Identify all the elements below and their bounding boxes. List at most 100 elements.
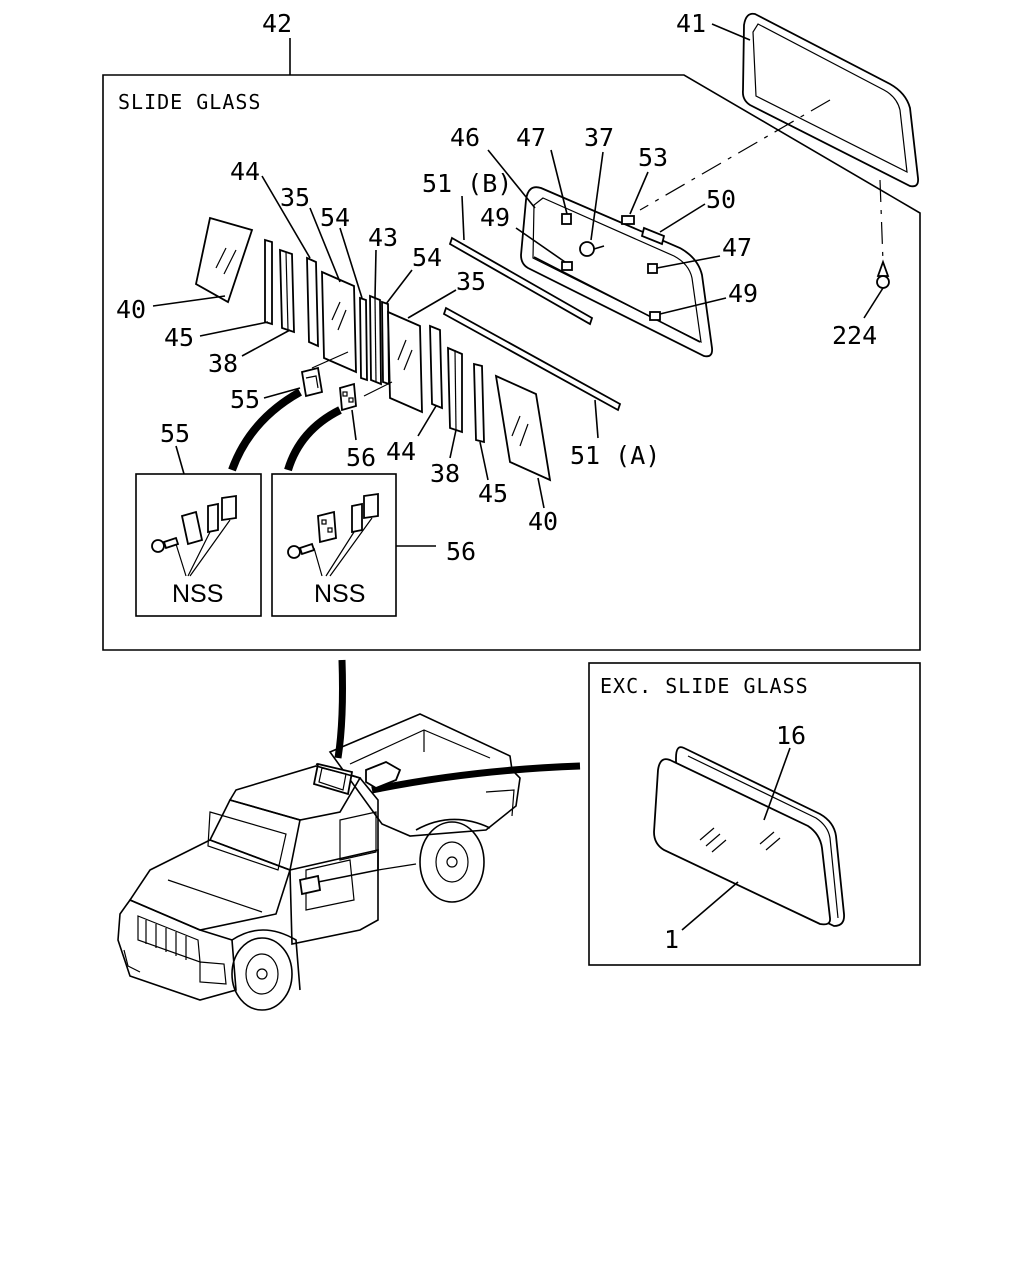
callout-56b: 56 (446, 537, 476, 566)
nss-label-left: NSS (172, 580, 223, 608)
subbox-55 (135, 473, 262, 617)
callout-43: 43 (368, 223, 398, 252)
leader-40b (537, 477, 545, 509)
leader-45a (199, 321, 269, 337)
glass-35-right (387, 310, 423, 414)
glass-35-left (321, 270, 357, 374)
leader-51b (461, 195, 465, 241)
callout-55a: 55 (230, 385, 260, 414)
arrow-to-55-box (228, 388, 302, 472)
leader-49a (515, 227, 566, 263)
callout-38a: 38 (208, 349, 238, 378)
clip-50 (640, 226, 666, 246)
leader-44a (261, 175, 311, 259)
leader-41 (711, 23, 751, 41)
leader-37 (590, 151, 604, 241)
leader-43 (374, 249, 377, 299)
clip-49b (649, 311, 661, 321)
dash-41-224 (879, 179, 884, 263)
channel-38-right (447, 346, 463, 434)
guide-56-part (339, 382, 357, 412)
dash-41-50 (639, 99, 831, 211)
callout-44a: 44 (230, 157, 260, 186)
leader-47a (550, 149, 568, 215)
callout-54b: 54 (412, 243, 442, 272)
callout-51a: 51 (A) (570, 441, 660, 470)
clip-47a (561, 213, 572, 225)
callout-45a: 45 (164, 323, 194, 352)
rear-window-frame-41 (741, 12, 919, 188)
slide-glass-title: SLIDE GLASS (118, 90, 261, 114)
callout-54a: 54 (320, 203, 350, 232)
slide-frame-46 (520, 186, 713, 358)
callout-40b: 40 (528, 507, 558, 536)
channel-38-left (279, 248, 295, 334)
glass-40-left (194, 216, 254, 304)
rail-51b (448, 236, 594, 326)
seal-45-right (473, 362, 485, 444)
callout-55b: 55 (160, 419, 190, 448)
callout-38b: 38 (430, 459, 460, 488)
callout-53: 53 (638, 143, 668, 172)
callout-35b: 35 (456, 267, 486, 296)
slide-glass-panel-border (102, 74, 921, 651)
leader-54a (339, 227, 363, 299)
leader-51a (594, 399, 599, 439)
leader-16 (763, 747, 791, 821)
leader-46 (487, 149, 536, 209)
clip-47b (647, 263, 658, 274)
callout-46: 46 (450, 123, 480, 152)
callout-224: 224 (832, 321, 877, 350)
leader-50 (659, 203, 706, 233)
callout-1: 1 (664, 925, 679, 954)
arrow-to-56-box (284, 406, 342, 472)
leader-40a (152, 295, 226, 307)
callout-49b: 49 (728, 279, 758, 308)
leader-35b (407, 289, 457, 319)
callout-35a: 35 (280, 183, 310, 212)
nss-hardware-55 (151, 494, 237, 577)
guide-55 (311, 351, 349, 369)
pointer-to-slide-glass (334, 659, 346, 759)
screw-37 (579, 241, 605, 257)
callout-44b: 44 (386, 437, 416, 466)
callout-47b: 47 (722, 233, 752, 262)
seal-54-left (359, 296, 368, 382)
leader-224 (863, 287, 884, 319)
screw-224 (876, 259, 890, 289)
leader-53 (629, 171, 649, 215)
callout-42: 42 (262, 9, 292, 38)
callout-37: 37 (584, 123, 614, 152)
seal-44-right (429, 324, 443, 410)
seal-44-left (306, 256, 319, 348)
exc-slide-glass-panel (588, 662, 921, 966)
pointer-to-exc-slide-glass (371, 762, 581, 794)
nss-label-right: NSS (314, 580, 365, 608)
nss-hardware-56 (287, 492, 379, 577)
leader-45b (479, 441, 489, 481)
leader-47b (656, 255, 721, 269)
seal-45-left (264, 238, 273, 326)
fixed-rear-glass-1-and-seal-16 (653, 746, 845, 927)
leader-38a (241, 329, 291, 357)
guide-56 (363, 381, 393, 397)
clip-53 (621, 215, 635, 225)
callout-50: 50 (706, 185, 736, 214)
leader-49b (659, 297, 727, 315)
subbox-56 (271, 473, 397, 617)
leader-44b (417, 405, 437, 437)
leader-55b (175, 445, 185, 475)
rail-51a (442, 306, 622, 412)
leader-1 (681, 881, 739, 931)
callout-56a: 56 (346, 443, 376, 472)
callout-47a: 47 (516, 123, 546, 152)
callout-41: 41 (676, 9, 706, 38)
glass-40-right (494, 374, 552, 482)
leader-35a (309, 207, 341, 283)
callout-51b: 51 (B) (422, 169, 512, 198)
clip-49a (561, 261, 573, 271)
leader-56a (351, 409, 357, 441)
callout-45b: 45 (478, 479, 508, 508)
guide-55-part (300, 366, 324, 398)
